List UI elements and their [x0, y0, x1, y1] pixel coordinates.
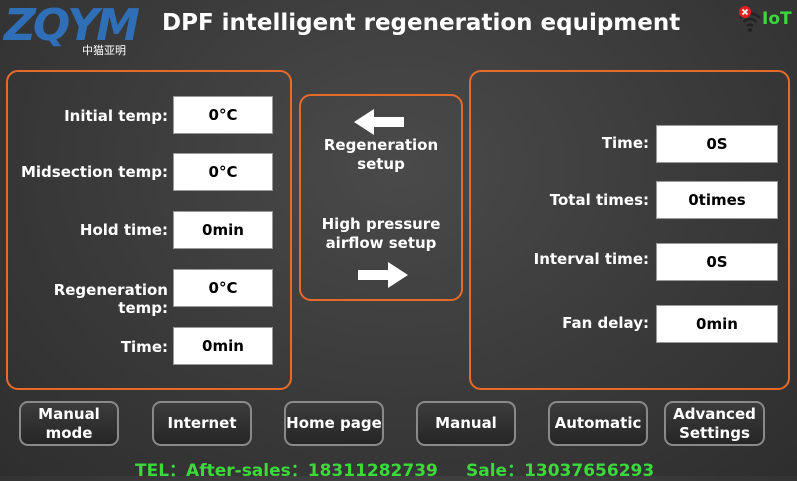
midsection-temp-value[interactable]: 0°C — [173, 153, 273, 191]
arrow-right-icon[interactable] — [356, 262, 408, 288]
time-value-left[interactable]: 0min — [173, 327, 273, 365]
setup-switch-panel — [299, 94, 463, 301]
company-logo: ZQYM 中猫亚明 — [0, 0, 140, 58]
regeneration-setup-link[interactable]: Regeneration setup — [323, 136, 439, 173]
time-label-right: Time: — [601, 134, 649, 152]
footer-sale: Sale：13037656293 — [466, 461, 655, 481]
iot-label: IoT — [762, 9, 792, 29]
page-title: DPF intelligent regeneration equipment — [162, 10, 681, 36]
initial-temp-label: Initial temp: — [64, 107, 168, 125]
logo-subtext: 中猫亚明 — [82, 44, 126, 57]
time-value-right[interactable]: 0S — [656, 125, 778, 163]
home-page-button[interactable]: Home page — [284, 401, 384, 446]
automatic-button[interactable]: Automatic — [548, 401, 648, 446]
fan-delay-value[interactable]: 0min — [656, 305, 778, 343]
regeneration-temp-value[interactable]: 0°C — [173, 269, 273, 307]
interval-time-value[interactable]: 0S — [656, 243, 778, 281]
midsection-temp-label: Midsection temp: — [20, 163, 168, 181]
initial-temp-value[interactable]: 0°C — [173, 96, 273, 134]
high-pressure-airflow-setup-link[interactable]: High pressure airflow setup — [321, 215, 441, 252]
time-label-left: Time: — [120, 338, 168, 356]
interval-time-label: Interval time: — [533, 250, 649, 268]
hold-time-value[interactable]: 0min — [173, 211, 273, 249]
fan-delay-label: Fan delay: — [562, 314, 649, 332]
total-times-value[interactable]: 0times — [656, 181, 778, 219]
regeneration-parameters-panel — [6, 70, 292, 390]
advanced-settings-button[interactable]: Advanced Settings — [664, 401, 765, 446]
hold-time-label: Hold time: — [79, 221, 168, 239]
internet-button[interactable]: Internet — [152, 401, 252, 446]
manual-button[interactable]: Manual — [416, 401, 516, 446]
arrow-left-icon[interactable] — [354, 109, 406, 135]
footer-tel: TEL：After-sales：18311282739 — [135, 461, 438, 481]
wifi-error-icon — [739, 6, 761, 32]
high-pressure-parameters-panel — [469, 70, 790, 390]
iot-status[interactable]: IoT — [738, 4, 796, 34]
logo-text: ZQYM — [4, 0, 140, 51]
total-times-label: Total times: — [549, 191, 649, 209]
regeneration-temp-label: Regeneration temp: — [53, 281, 168, 317]
manual-mode-button[interactable]: Manual mode — [19, 401, 119, 446]
